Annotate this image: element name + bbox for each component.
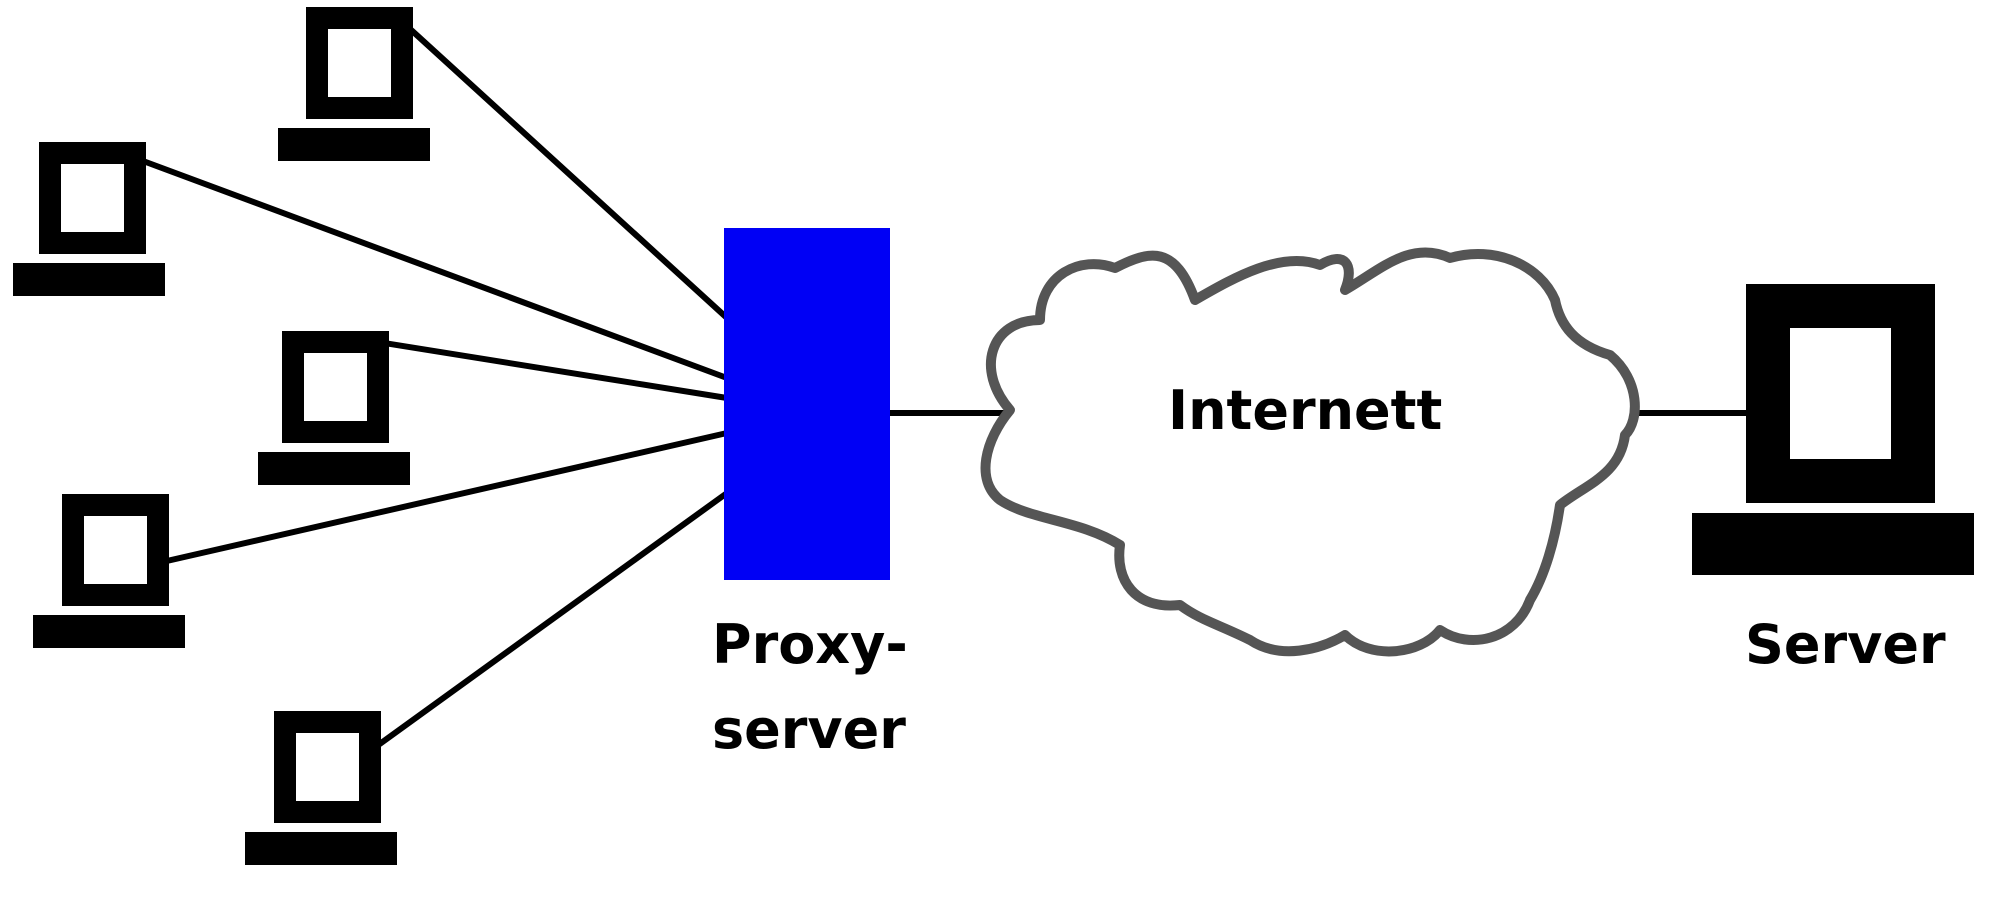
client-computer-3	[258, 331, 410, 485]
server-label: Server	[1745, 613, 1946, 676]
keyboard-icon	[33, 615, 185, 648]
client-computer-2	[13, 142, 165, 296]
client-link-4	[155, 430, 730, 566]
keyboard-icon	[258, 452, 410, 485]
computer-icon	[1746, 284, 1935, 503]
keyboard-icon	[278, 128, 430, 161]
client-link-5	[367, 490, 730, 754]
internet-cloud	[980, 247, 1640, 657]
client-link-2	[132, 155, 730, 381]
computer-icon	[306, 7, 413, 119]
internet-label: Internett	[1168, 379, 1442, 442]
computer-icon	[39, 142, 146, 254]
client-computer-5	[245, 711, 397, 865]
keyboard-icon	[245, 832, 397, 865]
keyboard-icon	[1692, 513, 1974, 575]
client-links	[132, 15, 730, 754]
client-link-3	[375, 339, 730, 401]
computer-icon	[62, 494, 169, 606]
client-computer-1	[278, 7, 430, 161]
computer-icon	[274, 711, 381, 823]
client-link-1	[395, 15, 730, 321]
server-computer	[1692, 284, 1974, 575]
proxy-label-line2: server	[712, 698, 906, 761]
proxy-label-line1: Proxy-	[712, 613, 908, 676]
keyboard-icon	[13, 263, 165, 296]
computer-icon	[282, 331, 389, 443]
client-computer-4	[33, 494, 185, 648]
proxy-server-box	[724, 228, 890, 580]
